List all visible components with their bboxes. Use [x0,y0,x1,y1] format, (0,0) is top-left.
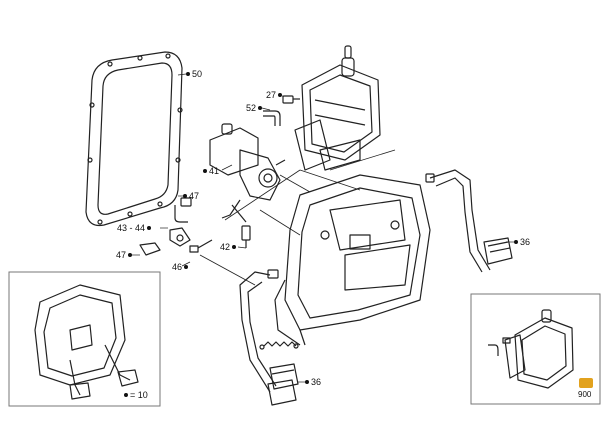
callout-47-lower: 47 [116,250,134,260]
gasket-frame [85,51,183,227]
actuator-module [294,45,381,171]
callout-52: 52 [246,103,264,113]
inset-right-drawing [488,309,574,389]
inset-left-drawing [34,284,139,400]
fitting-52 [263,110,281,126]
leader-lines [128,73,514,383]
inset-left-frame [8,271,161,407]
inset-right-frame [470,293,601,405]
catalog-badge-icon [579,378,593,388]
clutch-pedal [425,169,513,273]
return-spring [259,341,299,350]
pedal-box-housing [274,174,431,346]
hose-fittings [139,197,213,256]
brake-pedal [239,269,299,406]
callout-50: 50 [186,69,202,79]
catalog-badge-number: 900 [578,390,592,399]
callout-36-right: 36 [514,237,530,247]
callout-10: = 10 [124,390,148,400]
callout-46: 46 [172,262,190,272]
callout-36-left: 36 [305,377,321,387]
part-42 [241,225,251,248]
fitting-27 [282,95,300,104]
master-cylinder [209,123,286,223]
callout-47-upper: 47 [183,191,199,201]
guide-lines [199,149,396,286]
callout-27: 27 [266,90,284,100]
callout-43-44: 43 - 44 [117,223,153,233]
callout-41: 41 [203,166,219,176]
callout-42: 42 [220,242,238,252]
